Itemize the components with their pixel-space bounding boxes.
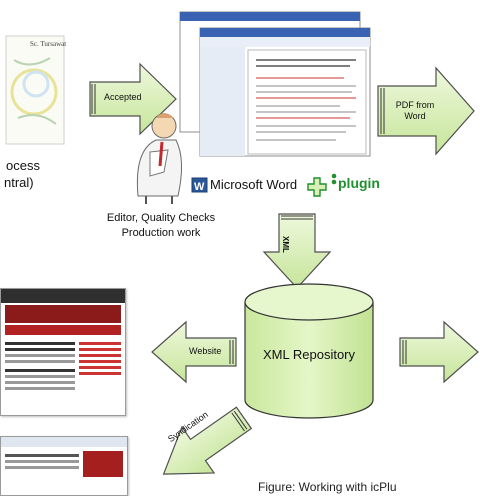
svg-text:W: W [194,181,205,193]
editor-caption-line1: Editor, Quality Checks [106,212,216,224]
svg-text:Sc. Tursawat: Sc. Tursawat [30,40,66,48]
website-screenshot-bottom [0,436,128,496]
microsoft-word-label: Microsoft Word [210,177,298,192]
word-icon: W [191,177,208,193]
xml-repository-label: XML Repository [263,347,355,362]
editor-figure [136,113,182,204]
website-label: Website [189,346,222,356]
syndication-arrow [162,406,253,475]
plugin-icon [331,173,337,185]
accepted-label: Accepted [104,92,142,102]
left-process-label-line1: ocess [6,158,40,173]
figure-caption: Figure: Working with icPlu [258,480,397,494]
manuscript-image: Sc. Tursawat [5,35,66,145]
right-output-arrow [399,320,479,384]
plus-icon [307,177,327,197]
pdf-from-word-label: PDF from Word [395,100,435,121]
xml-arrow [262,213,332,289]
plugin-label: plugin [338,175,380,191]
word-screenshots [179,11,371,157]
left-process-label-line2: ntral) [4,175,34,190]
editor-caption-line2: Production work [121,227,201,239]
xml-repository-cylinder [244,283,374,419]
pdf-from-word-arrow [377,66,475,156]
website-screenshot-top [0,288,126,416]
website-arrow [151,320,237,384]
xml-arrow-label: XML [281,236,290,253]
